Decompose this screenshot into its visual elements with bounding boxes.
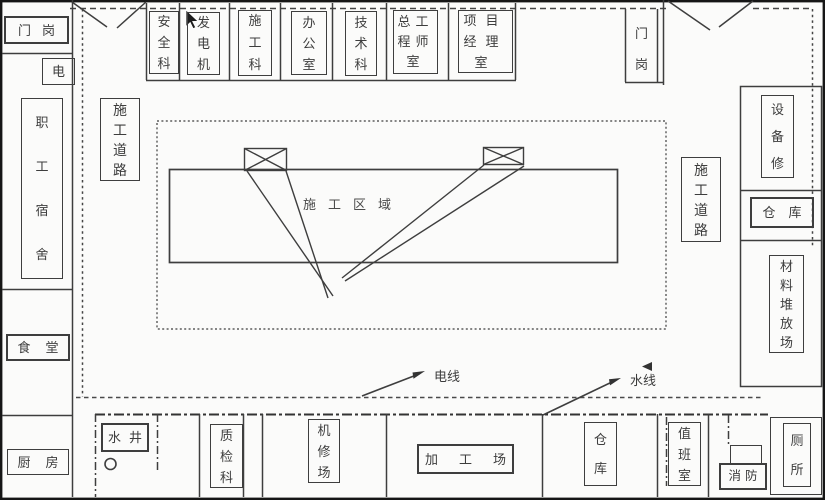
water-line-left-triangle-marker [642,362,652,371]
bottom-band-walls [94,414,730,497]
gate-opening-left [71,1,147,29]
equipment-repair-room: 设备修 [761,95,794,178]
gate-post-right: 门岗 [634,25,648,72]
quality-inspection-dept: 质检科 [210,424,243,488]
construction-zone-dotted-boundary [156,120,667,330]
technical-dept-room: 技术科 [345,11,377,76]
machine-repair-yard: 机修场 [308,419,340,483]
right-gatepost-walls [624,0,665,85]
construction-area-label: 施工区域 [303,197,404,212]
generator-room: 发电机 [187,12,220,75]
staff-dormitory: 职工宿舍 [21,98,63,279]
fire-cabinet-box [730,445,762,464]
toilet-section: 厕所 [770,417,822,495]
warehouse-right: 仓库 [750,197,814,228]
water-line-arrow [542,362,652,416]
well-circle-marker [104,457,117,471]
canteen: 食堂 [6,334,70,361]
material-stacking-yard: 材料堆放场 [769,255,804,353]
construction-dept-room: 施工科 [238,10,272,76]
chief-engineer-office: 总工程师室 [393,10,438,74]
fire-equipment: 消防 [719,463,767,490]
construction-road-right: 施工道路 [681,157,721,242]
project-manager-office: 项目经理室 [458,10,513,73]
right-column-walls [739,85,823,388]
safety-dept-room: 安全科 [149,11,179,74]
power-line-label: 电线 [434,369,461,384]
crane-left [243,147,334,299]
gate-opening-right [667,0,754,31]
fence-lines [70,7,814,397]
water-line-label: 水线 [630,373,657,388]
power-line-arrow [361,371,425,397]
mouse-cursor-icon [185,9,199,30]
crane-right [341,146,525,282]
warehouse-bottom: 仓库 [584,422,617,486]
construction-road-left: 施工道路 [100,98,140,181]
toilet-room: 厕所 [783,423,811,487]
processing-yard: 加工场 [417,444,514,474]
duty-room: 值班室 [668,422,701,486]
building-outline [168,168,619,264]
office-room: 办公室 [291,11,327,75]
water-well: 水井 [101,423,149,452]
power-box: 电 [42,58,75,85]
left-column-walls [2,0,74,497]
gate-post-left: 门岗 [4,16,69,44]
kitchen: 厨房 [7,449,69,475]
top-band-walls [145,3,517,82]
